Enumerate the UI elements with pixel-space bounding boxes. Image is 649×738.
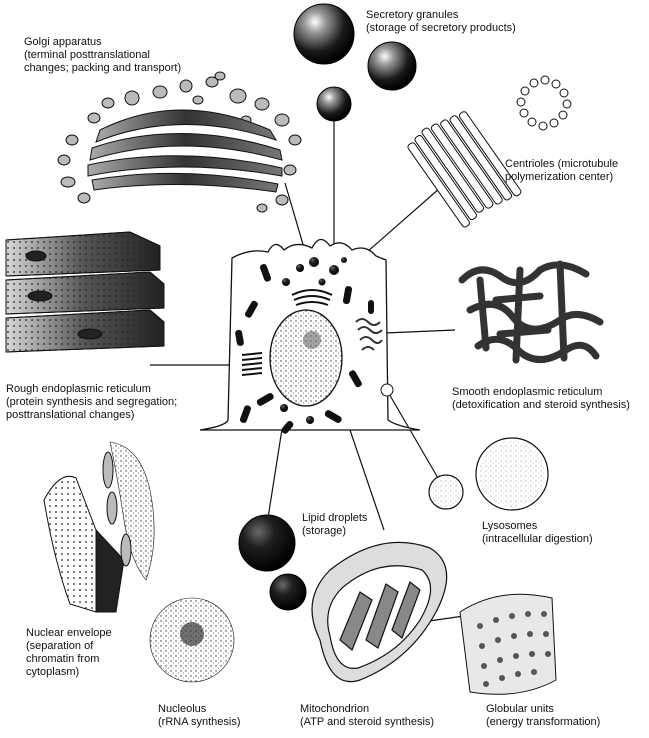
cell-golgi [291,289,333,306]
label-lipid-desc1: (storage) [302,525,347,537]
label-nuclear-envelope-title: Nuclear envelope [26,627,112,639]
label-rough-er: Rough endoplasmic reticulum (protein syn… [6,383,177,422]
label-nucleolus: Nucleolus (rRNA synthesis) [158,703,241,729]
label-rough-er-title: Rough endoplasmic reticulum [6,383,151,395]
lysosomes [428,437,549,511]
golgi-apparatus [57,71,302,213]
label-golgi-desc1: (terminal posttranslational [24,49,150,61]
cell-lysosome [380,383,394,397]
label-lysosomes-title: Lysosomes [482,520,538,532]
label-lipid-title: Lipid droplets [302,512,368,524]
globular-units [459,593,557,695]
lipid-droplets [238,514,307,611]
label-globular-desc1: (energy transformation) [486,716,601,728]
centrioles [407,75,572,228]
cell-mitochondria [235,264,374,434]
cell-nucleus [269,309,343,407]
nuclear-envelope [43,441,155,613]
label-smooth-er-title: Smooth endoplasmic reticulum [452,386,603,398]
label-mitochondrion: Mitochondrion (ATP and steroid synthesis… [300,703,434,729]
label-lysosomes-desc1: (intracellular digestion) [482,533,593,545]
leader-lysosome [387,391,439,479]
label-smooth-er-desc1: (detoxification and steroid synthesis) [452,399,630,411]
label-rough-er-desc2: posttranslational changes) [6,409,135,421]
centriole-ring [516,75,572,131]
label-globular: Globular units (energy transformation) [486,703,600,729]
smooth-er [458,260,604,364]
leader-mitochondrion [349,429,385,531]
label-secretory-desc1: (storage of secretory products) [366,22,516,34]
label-mitochondrion-desc1: (ATP and steroid synthesis) [300,716,435,728]
label-nuclear-envelope-desc3: cytoplasm) [26,666,80,678]
nucleolus [149,597,235,683]
label-globular-title: Globular units [486,703,554,715]
cell-nucleolus [303,331,321,349]
cell-smooth-er [355,318,383,351]
label-rough-er-desc1: (protein synthesis and segregation; [6,396,178,408]
label-lipid: Lipid droplets (storage) [302,512,367,538]
label-centrioles-title: Centrioles (microtubule [505,158,619,170]
label-nuclear-envelope-desc1: (separation of [26,640,94,652]
label-nuclear-envelope: Nuclear envelope (separation of chromati… [26,627,112,679]
label-nucleolus-title: Nucleolus [158,703,207,715]
label-golgi-title: Golgi apparatus [24,36,102,48]
mitochondrion [311,541,448,683]
label-smooth-er: Smooth endoplasmic reticulum (detoxifica… [452,386,630,412]
label-nuclear-envelope-desc2: chromatin from [26,653,100,665]
label-secretory: Secretory granules (storage of secretory… [366,9,516,35]
central-cell [199,238,421,434]
leader-smooth-er [384,329,456,334]
label-golgi: Golgi apparatus (terminal posttranslatio… [24,36,181,75]
label-centrioles-desc1: polymerization center) [505,171,614,183]
label-centrioles: Centrioles (microtubule polymerization c… [505,158,618,184]
label-golgi-desc2: changes; packing and transport) [24,62,182,74]
cell-granules [280,257,347,424]
label-nucleolus-desc1: (rRNA synthesis) [158,716,241,728]
secretory-granules [293,3,417,122]
label-secretory-title: Secretory granules [366,9,459,21]
label-mitochondrion-title: Mitochondrion [300,703,370,715]
cell-rough-er [241,352,263,376]
rough-er [5,231,165,353]
label-lysosomes: Lysosomes (intracellular digestion) [482,520,593,546]
